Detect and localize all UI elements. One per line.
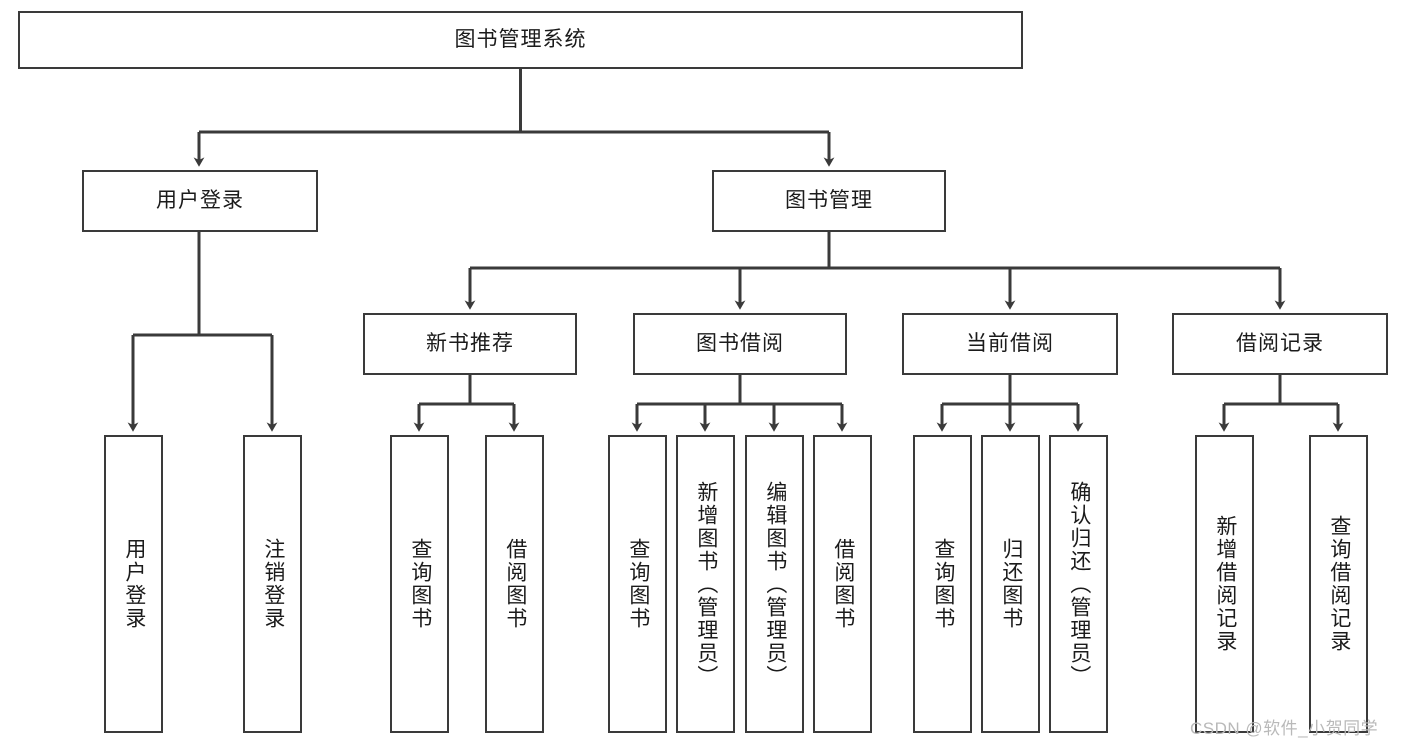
leaf-records-query[interactable]: 查询借阅记录: [1309, 435, 1368, 733]
leaf-user-login-signout[interactable]: 注销登录: [243, 435, 302, 733]
node-book-borrow-label: 图书借阅: [696, 332, 784, 356]
leaf-label: 借阅图书: [503, 538, 527, 630]
leaf-label: 归还图书: [999, 538, 1023, 630]
node-book-borrow[interactable]: 图书借阅: [633, 313, 847, 375]
leaf-new-books-borrow[interactable]: 借阅图书: [485, 435, 544, 733]
csdn-watermark: CSDN @软件_小贺同学: [1190, 719, 1379, 738]
leaf-label: 确认归还（管理员）: [1067, 480, 1091, 688]
leaf-label: 注销登录: [261, 538, 285, 630]
leaf-label: 借阅图书: [831, 538, 855, 630]
leaf-label: 查询图书: [626, 538, 650, 630]
leaf-borrow-edit-book[interactable]: 编辑图书（管理员）: [745, 435, 804, 733]
leaf-new-books-query[interactable]: 查询图书: [390, 435, 449, 733]
leaf-current-confirm-return[interactable]: 确认归还（管理员）: [1049, 435, 1108, 733]
node-current-borrow-label: 当前借阅: [966, 332, 1054, 356]
leaf-label: 用户登录: [122, 538, 146, 630]
leaf-label: 编辑图书（管理员）: [763, 480, 787, 688]
node-new-book-recommend[interactable]: 新书推荐: [363, 313, 577, 375]
leaf-current-return-book[interactable]: 归还图书: [981, 435, 1040, 733]
leaf-user-login-signin[interactable]: 用户登录: [104, 435, 163, 733]
node-book-management[interactable]: 图书管理: [712, 170, 946, 232]
node-current-borrow[interactable]: 当前借阅: [902, 313, 1118, 375]
node-root-label: 图书管理系统: [454, 28, 587, 52]
leaf-borrow-query-book[interactable]: 查询图书: [608, 435, 667, 733]
leaf-records-add[interactable]: 新增借阅记录: [1195, 435, 1254, 733]
node-user-login-label: 用户登录: [156, 189, 244, 213]
leaf-label: 新增图书（管理员）: [694, 480, 718, 688]
leaf-borrow-borrow-book[interactable]: 借阅图书: [813, 435, 872, 733]
node-user-login[interactable]: 用户登录: [82, 170, 318, 232]
node-borrow-records[interactable]: 借阅记录: [1172, 313, 1388, 375]
node-root[interactable]: 图书管理系统: [18, 11, 1023, 69]
leaf-current-query-book[interactable]: 查询图书: [913, 435, 972, 733]
node-book-management-label: 图书管理: [785, 189, 873, 213]
leaf-label: 查询图书: [931, 538, 955, 630]
node-borrow-records-label: 借阅记录: [1236, 332, 1324, 356]
leaf-borrow-add-book[interactable]: 新增图书（管理员）: [676, 435, 735, 733]
leaf-label: 新增借阅记录: [1213, 515, 1237, 653]
leaf-label: 查询图书: [408, 538, 432, 630]
node-new-book-recommend-label: 新书推荐: [426, 332, 514, 356]
leaf-label: 查询借阅记录: [1327, 515, 1351, 653]
